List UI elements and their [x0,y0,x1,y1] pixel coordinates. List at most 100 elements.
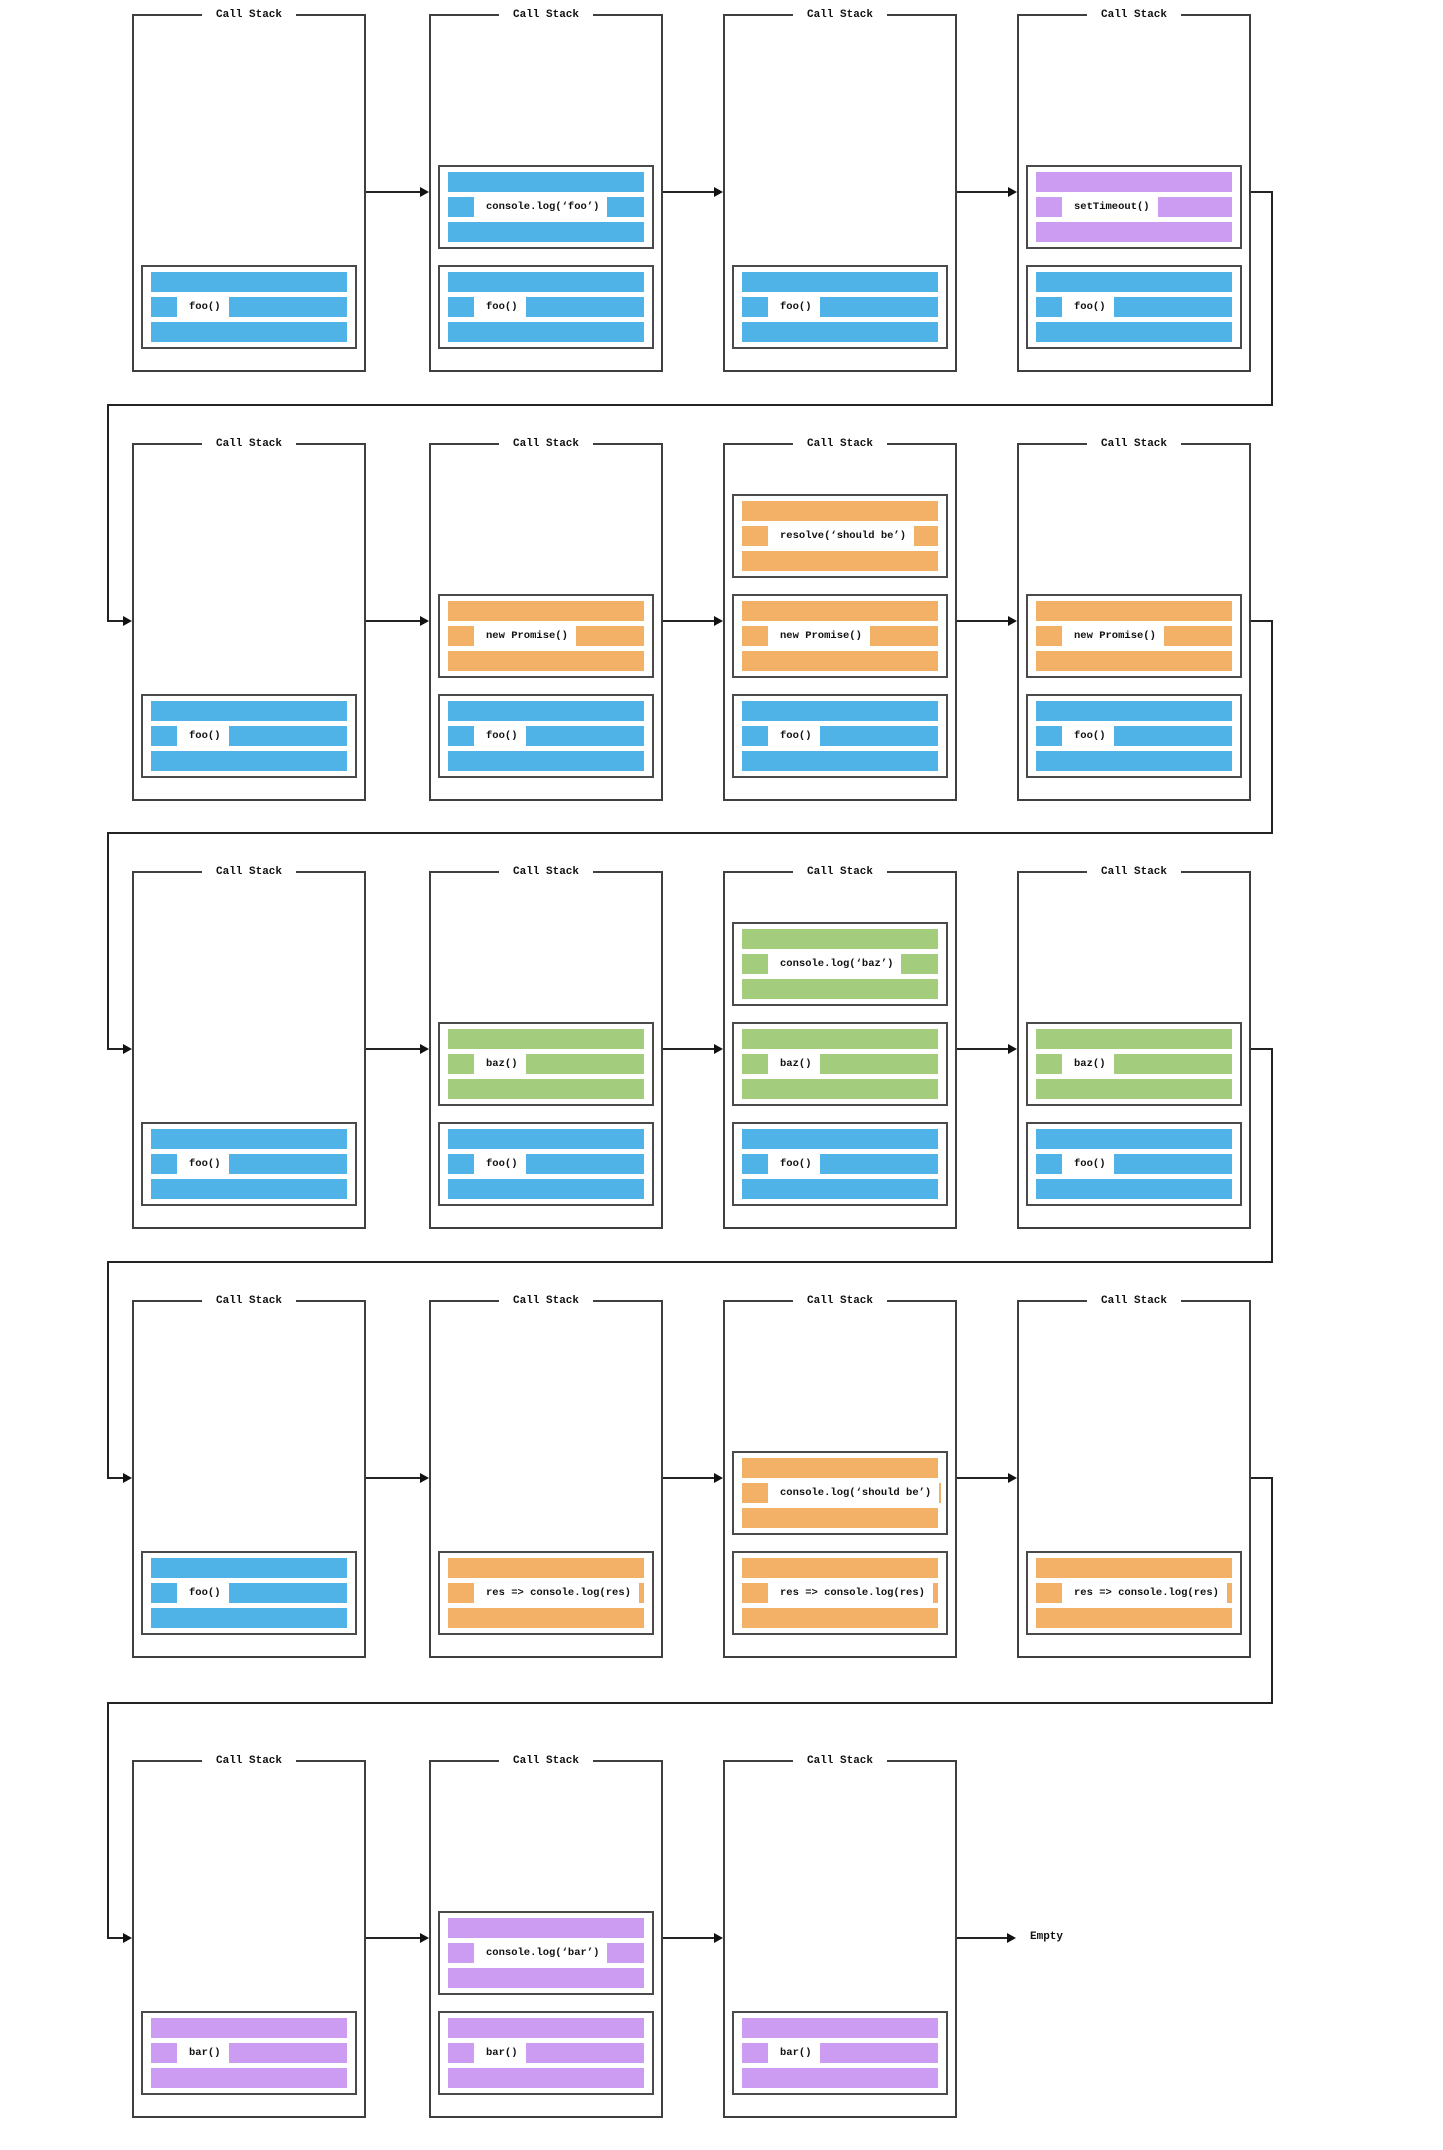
frame-bottom-bar [742,751,938,771]
call-stack-title: Call Stack [792,1754,888,1769]
frame-trailing-bar [819,1154,938,1174]
frame-bottom-bar [1036,222,1232,242]
frame-bottom-bar [448,1968,644,1988]
frame-token-square [151,726,177,746]
frame-label: res => console.log(res) [486,1587,631,1599]
call-stack-box: Call Stack foo() baz() [1017,865,1251,1229]
stack-frame: res => console.log(res) [438,1551,654,1635]
frame-middle-row: res => console.log(res) [448,1583,644,1603]
frame-top-bar [742,1029,938,1049]
connector-line [107,404,1273,406]
call-stack-box: Call Stack foo() [132,8,366,372]
connector-line [957,1937,1007,1939]
frame-middle-row: baz() [1036,1054,1232,1074]
frame-trailing-bar [939,1483,942,1503]
frame-token-square [151,2043,177,2063]
frame-trailing-bar [228,726,347,746]
frame-label: resolve(‘should be’) [780,530,907,542]
connector-line [107,405,109,622]
empty-label: Empty [1030,1931,1064,1943]
frame-bottom-bar [448,322,644,342]
frame-token-square [448,626,474,646]
call-stack-title: Call Stack [792,437,888,452]
frame-top-bar [742,272,938,292]
frame-label: res => console.log(res) [1074,1587,1219,1599]
call-stack-title: Call Stack [498,1294,594,1309]
arrowhead-icon [420,187,429,197]
stack-frame: foo() [1026,694,1242,778]
frame-middle-row: bar() [448,2043,644,2063]
frame-trailing-bar [901,954,938,974]
frame-token-square [448,1054,474,1074]
frame-token-square [1036,297,1062,317]
call-stack-box: Call Stack foo() new Promise() [429,437,663,801]
connector-line [957,1048,1008,1050]
frame-bottom-bar [1036,1608,1232,1628]
connector-line [366,620,420,622]
stack-frame: bar() [732,2011,948,2095]
frame-trailing-bar [869,626,938,646]
connector-line [1271,621,1273,833]
frame-token-square [742,954,768,974]
arrowhead-icon [123,1473,132,1483]
frame-token-square [1036,726,1062,746]
frame-middle-row: new Promise() [1036,626,1232,646]
connector-line [107,1261,1273,1263]
call-stack-title: Call Stack [201,865,297,880]
frame-bottom-bar [742,1608,938,1628]
stack-frame: foo() [732,1122,948,1206]
call-stack-title: Call Stack [1086,437,1182,452]
arrowhead-icon [1008,1473,1017,1483]
frame-bottom-bar [151,751,347,771]
frame-middle-row: foo() [742,1154,938,1174]
frame-label: foo() [486,1158,518,1170]
frame-token-square [742,1583,768,1603]
frame-top-bar [448,172,644,192]
stack-frame: foo() [732,265,948,349]
frame-top-bar [1036,272,1232,292]
arrowhead-icon [714,187,723,197]
frame-top-bar [448,1029,644,1049]
frame-middle-row: foo() [1036,297,1232,317]
stack-frame: baz() [732,1022,948,1106]
frame-bottom-bar [1036,751,1232,771]
frame-top-bar [448,1129,644,1149]
frame-trailing-bar [914,526,938,546]
call-stack-box: Call Stack res => console.log(res) conso… [723,1294,957,1658]
connector-line [1251,620,1273,622]
connector-line [957,1477,1008,1479]
frame-label: baz() [780,1058,812,1070]
frame-bottom-bar [742,979,938,999]
stack-frame: console.log(‘baz’) [732,922,948,1006]
frame-top-bar [742,701,938,721]
frame-top-bar [1036,601,1232,621]
frame-middle-row: new Promise() [742,626,938,646]
call-stack-box: Call Stack foo() [132,437,366,801]
frame-trailing-bar [525,1154,644,1174]
call-stack-box: Call Stack foo() console.log(‘foo’) [429,8,663,372]
frame-bottom-bar [742,651,938,671]
frame-middle-row: foo() [448,1154,644,1174]
connector-line [663,191,714,193]
frame-label: res => console.log(res) [780,1587,925,1599]
frame-label: foo() [780,1158,812,1170]
frame-trailing-bar [1113,297,1232,317]
stack-frame: foo() [438,694,654,778]
connector-line [1271,192,1273,405]
frame-token-square [1036,1054,1062,1074]
call-stack-title: Call Stack [201,1294,297,1309]
frame-label: new Promise() [1074,630,1156,642]
frame-bottom-bar [448,2068,644,2088]
frame-token-square [448,1583,474,1603]
frame-bottom-bar [448,651,644,671]
frame-middle-row: bar() [151,2043,347,2063]
frame-middle-row: foo() [742,297,938,317]
stack-frame: res => console.log(res) [732,1551,948,1635]
call-stack-title: Call Stack [792,8,888,23]
call-stack-title: Call Stack [1086,1294,1182,1309]
call-stack-title: Call Stack [1086,8,1182,23]
frame-trailing-bar [1163,626,1232,646]
frame-label: foo() [780,730,812,742]
stack-frame: foo() [438,265,654,349]
frame-label: baz() [486,1058,518,1070]
